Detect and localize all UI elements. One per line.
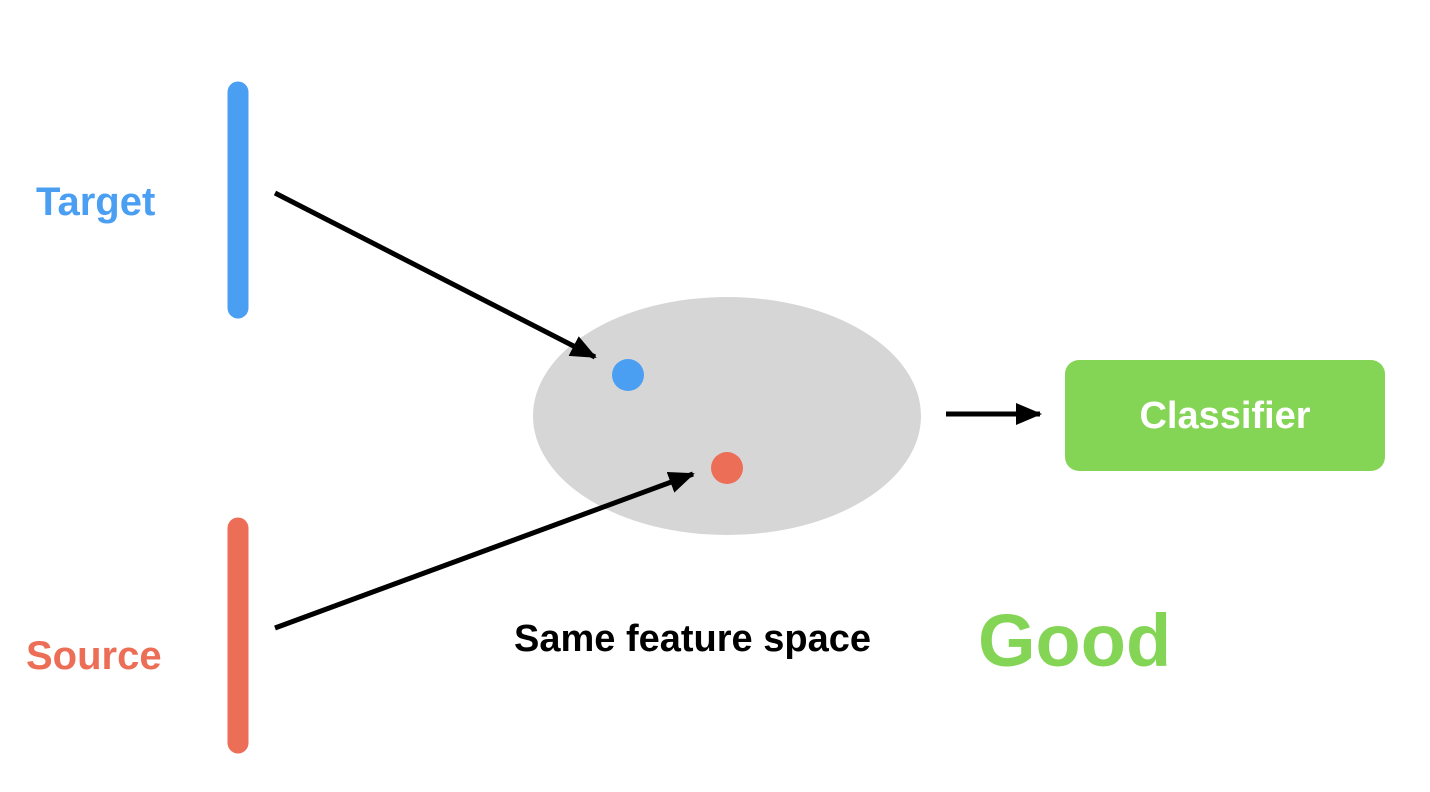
- source-label: Source: [26, 634, 162, 678]
- target-feature-point: [612, 359, 644, 391]
- classifier-label: Classifier: [1139, 394, 1311, 437]
- target-label: Target: [36, 180, 156, 224]
- source-feature-point: [711, 452, 743, 484]
- verdict-label: Good: [978, 599, 1172, 682]
- feature-space-ellipse: [533, 297, 921, 535]
- target-mapping-arrow: [273, 190, 597, 360]
- source-mapping-arrow: [274, 471, 695, 631]
- classifier-box[interactable]: Classifier: [1065, 360, 1385, 471]
- feature-space-caption: Same feature space: [514, 618, 871, 660]
